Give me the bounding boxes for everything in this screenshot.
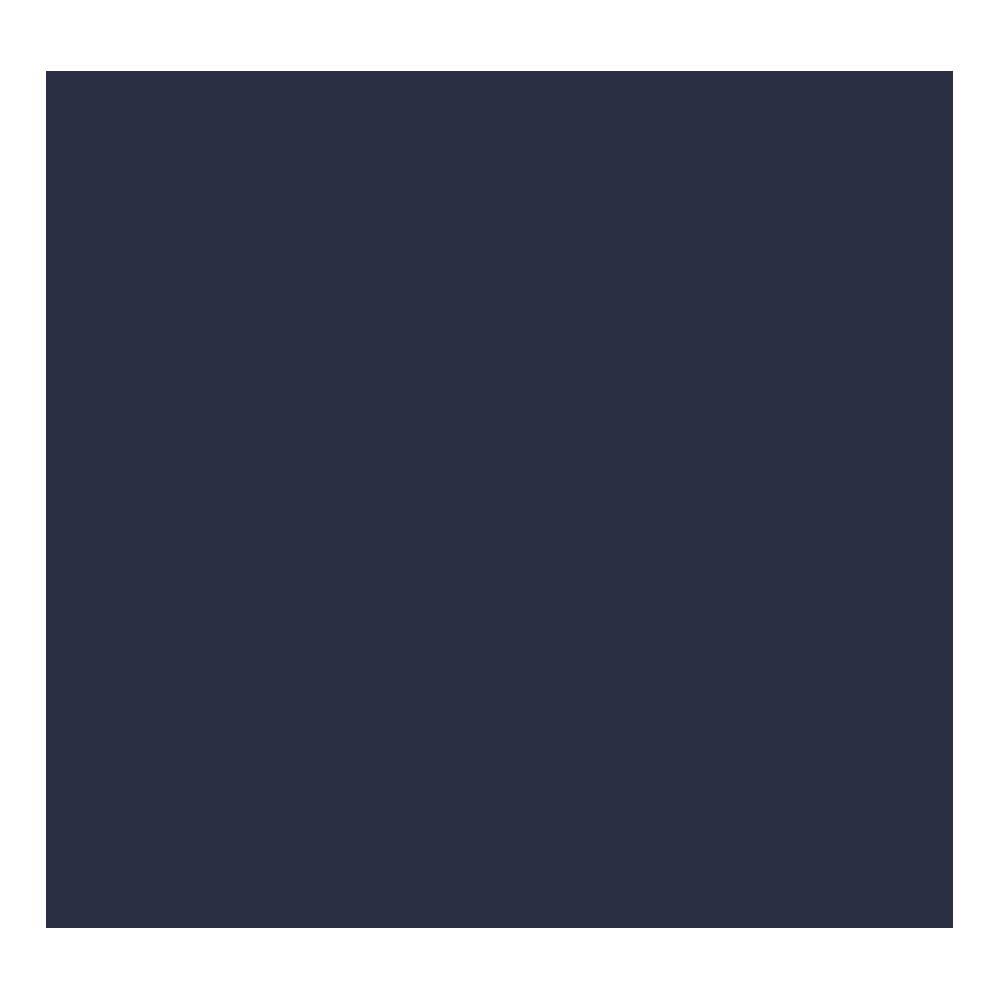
blank-dark-panel bbox=[46, 71, 953, 928]
